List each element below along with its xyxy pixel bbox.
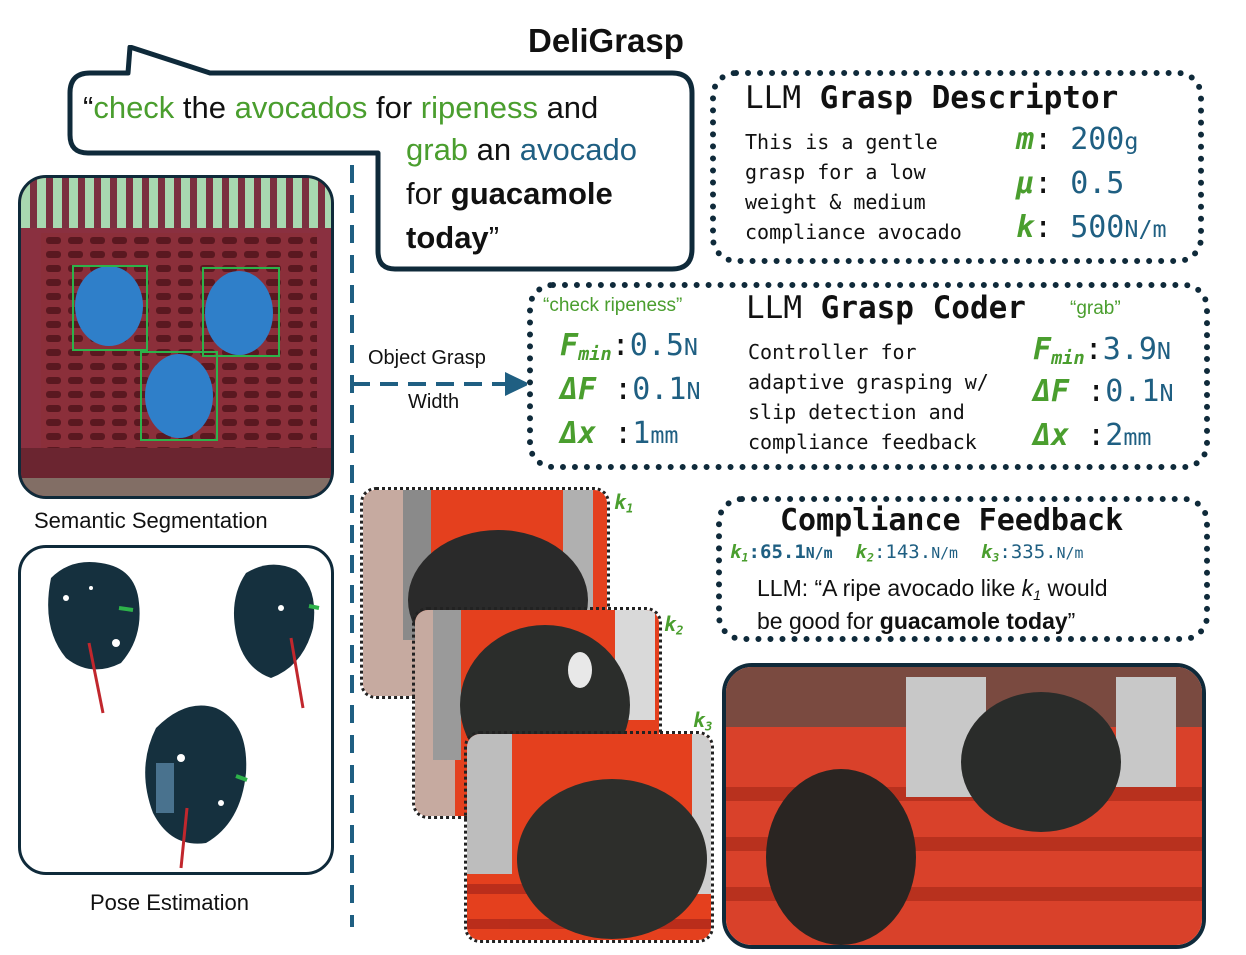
diagram-title: DeliGrasp: [528, 22, 684, 59]
pose-caption: Pose Estimation: [90, 890, 249, 915]
grasp-descriptor-title: LLM Grasp Descriptor: [745, 80, 1119, 116]
right-param-fmin: Fmin:3.9N: [1033, 332, 1171, 370]
speech-line-3: for guacamole: [406, 176, 613, 211]
coder-tag-grab: “grab”: [1070, 298, 1121, 319]
stack-label-k1: k1: [614, 490, 634, 516]
compliance-llm-line-2: be good for guacamole today”: [757, 608, 1076, 634]
compliance-feedback-box: [716, 496, 1210, 642]
speech-line-4: today”: [406, 220, 500, 255]
pipeline-arrow: [350, 165, 530, 927]
segmentation-image: [18, 175, 334, 499]
final-grasp-photo: [722, 663, 1206, 949]
compliance-llm-line-1: LLM: “A ripe avocado like k1 would: [757, 575, 1108, 604]
stack-label-k3: k3: [693, 708, 713, 734]
grasp-coder-box: [527, 282, 1210, 470]
speech-line-1: “check the avocados for ripeness and: [83, 90, 599, 125]
param-mass: m: 200g: [1016, 122, 1139, 157]
compliance-k-values: k1:65.1N/m k2:143.N/m k3:335.N/m: [730, 541, 1084, 565]
left-param-deltax: Δx :1mm: [560, 416, 679, 451]
pose-image: [18, 545, 334, 875]
speech-bubble: [67, 45, 695, 272]
left-param-deltaf: ΔF :0.1N: [560, 372, 701, 407]
right-param-deltaf: ΔF :0.1N: [1033, 374, 1174, 409]
segmentation-scene: [21, 178, 331, 496]
speech-line-2: grab an avocado: [406, 132, 637, 167]
grasp-photo-k3: [464, 731, 714, 943]
final-grasp-scene: [726, 667, 1202, 945]
pose-scene: [48, 562, 320, 869]
grasp-scene-k3: [467, 734, 711, 940]
grasp-descriptor-box: [710, 70, 1204, 264]
arrow-label-line-2: Width: [408, 391, 460, 413]
coder-tag-check-ripeness: “check ripeness”: [543, 295, 683, 316]
left-param-fmin: Fmin:0.5N: [560, 328, 698, 366]
segmentation-caption: Semantic Segmentation: [34, 508, 268, 533]
arrow-label-line-1: Object Grasp: [368, 347, 486, 369]
grasp-coder-text: Controller for adaptive grasping w/ slip…: [748, 340, 989, 454]
right-param-deltax: Δx :2mm: [1033, 418, 1152, 453]
param-friction: μ: 0.5: [1016, 166, 1125, 201]
compliance-title: Compliance Feedback: [780, 503, 1124, 538]
stack-label-k2: k2: [664, 612, 684, 638]
param-stiffness: k: 500N/m: [1016, 210, 1167, 245]
grasp-coder-title: LLM Grasp Coder: [746, 290, 1026, 326]
grasp-descriptor-text: This is a gentle grasp for a low weight …: [745, 130, 962, 244]
